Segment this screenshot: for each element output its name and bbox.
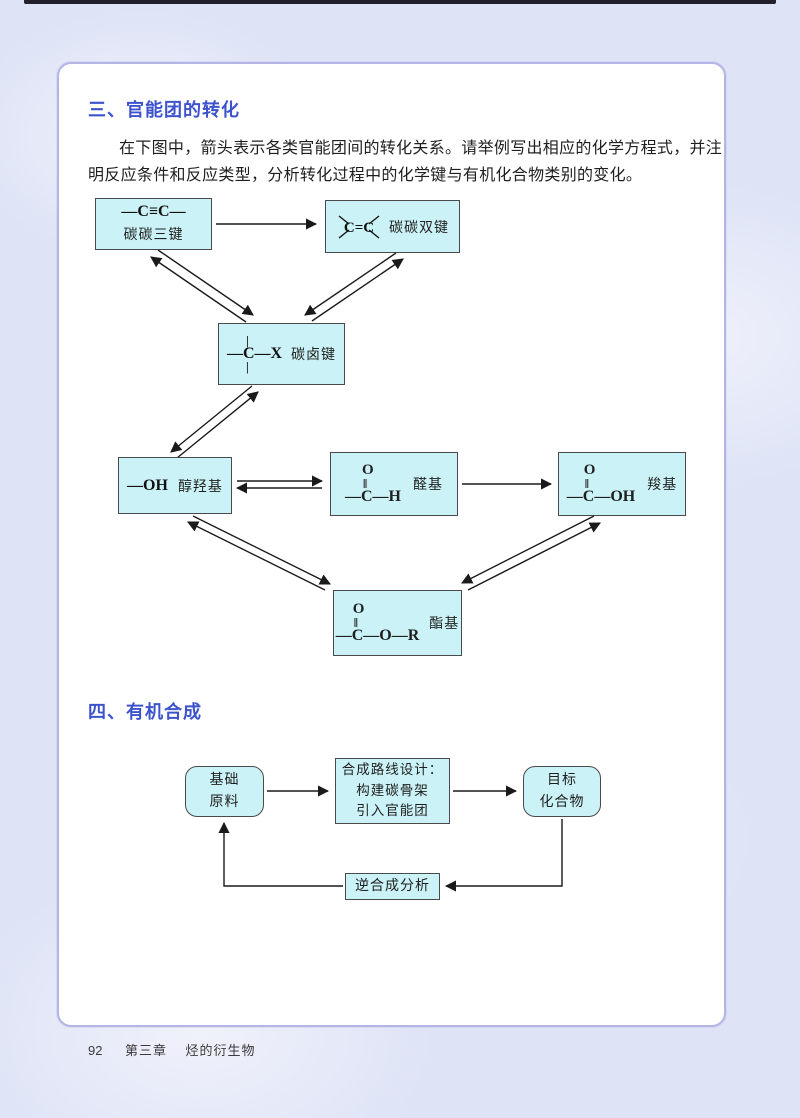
page-number: 92	[88, 1043, 103, 1058]
aldehyde-formula: —C—H	[345, 488, 401, 505]
halide-label: 碳卤键	[291, 348, 337, 363]
chapter-number: 第三章	[124, 1043, 167, 1058]
flow-box-route-design: 合成路线设计： 构建碳骨架 引入官能团	[335, 758, 450, 824]
carboxyl-double-bond: ‖	[584, 476, 589, 491]
box-hydroxyl: —OH 醇羟基	[118, 457, 232, 514]
carboxyl-oxygen: O	[583, 462, 596, 478]
page-footer: 92 第三章 烃的衍生物	[88, 1040, 256, 1059]
box-halide: | —C—X | 碳卤键	[218, 323, 345, 385]
alkene-structure: C=C	[338, 214, 380, 239]
retrosynthesis-label: 逆合成分析	[355, 878, 430, 894]
carboxyl-label: 羧基	[647, 478, 678, 493]
box-carboxyl: O ‖ —C—OH 羧基	[558, 452, 686, 516]
ester-structure: O ‖ —C—O—R	[336, 602, 420, 644]
aldehyde-structure: O ‖ —C—H	[345, 463, 401, 505]
carboxyl-structure: O ‖ —C—OH	[567, 463, 635, 505]
triple-bond-formula: —C≡C—	[121, 203, 186, 220]
halide-formula: —C—X	[226, 345, 283, 362]
raw-materials-label: 基础 原料	[209, 772, 240, 810]
carboxyl-formula: —C—OH	[566, 488, 636, 505]
halide-bond-bottom: |	[245, 359, 249, 374]
hydroxyl-formula: —OH	[127, 476, 168, 494]
box-triple-bond: —C≡C— 碳碳三键	[95, 198, 212, 250]
halide-bond-top: |	[245, 332, 249, 348]
target-compound-label: 目标 化合物	[539, 772, 585, 810]
ester-label: 酯基	[429, 617, 460, 632]
top-edge-strip	[24, 0, 776, 4]
aldehyde-oxygen: O	[362, 462, 374, 478]
ester-formula: —C—O—R	[335, 627, 420, 644]
ester-oxygen: O	[352, 601, 365, 617]
box-aldehyde: O ‖ —C—H 醛基	[330, 452, 458, 516]
double-bond-label: 碳碳双键	[389, 220, 449, 236]
section3-paragraph-line2: 明反应条件和反应类型，分析转化过程中的化学键与有机化合物类别的变化。	[88, 167, 643, 184]
hydroxyl-label: 醇羟基	[177, 479, 223, 495]
flow-box-target-compound: 目标 化合物	[523, 766, 601, 817]
section3-paragraph-line1: 在下图中，箭头表示各类官能团间的转化关系。请举例写出相应的化学方程式，并注	[119, 140, 723, 157]
aldehyde-double-bond: ‖	[363, 476, 368, 491]
section4-heading: 四、有机合成	[88, 702, 202, 722]
flow-box-raw-materials: 基础 原料	[185, 766, 264, 817]
chapter-title: 烃的衍生物	[185, 1043, 256, 1058]
flow-box-retrosynthesis: 逆合成分析	[345, 873, 440, 900]
box-double-bond: C=C 碳碳双键	[325, 200, 460, 253]
double-bond-formula: C=C	[344, 220, 374, 236]
route-design-label: 合成路线设计： 构建碳骨架 引入官能团	[341, 761, 444, 819]
ester-double-bond: ‖	[353, 615, 358, 630]
triple-bond-label: 碳碳三键	[123, 228, 184, 243]
section3-heading: 三、官能团的转化	[88, 100, 240, 120]
box-ester: O ‖ —C—O—R 酯基	[333, 590, 462, 656]
aldehyde-label: 醛基	[413, 478, 443, 493]
